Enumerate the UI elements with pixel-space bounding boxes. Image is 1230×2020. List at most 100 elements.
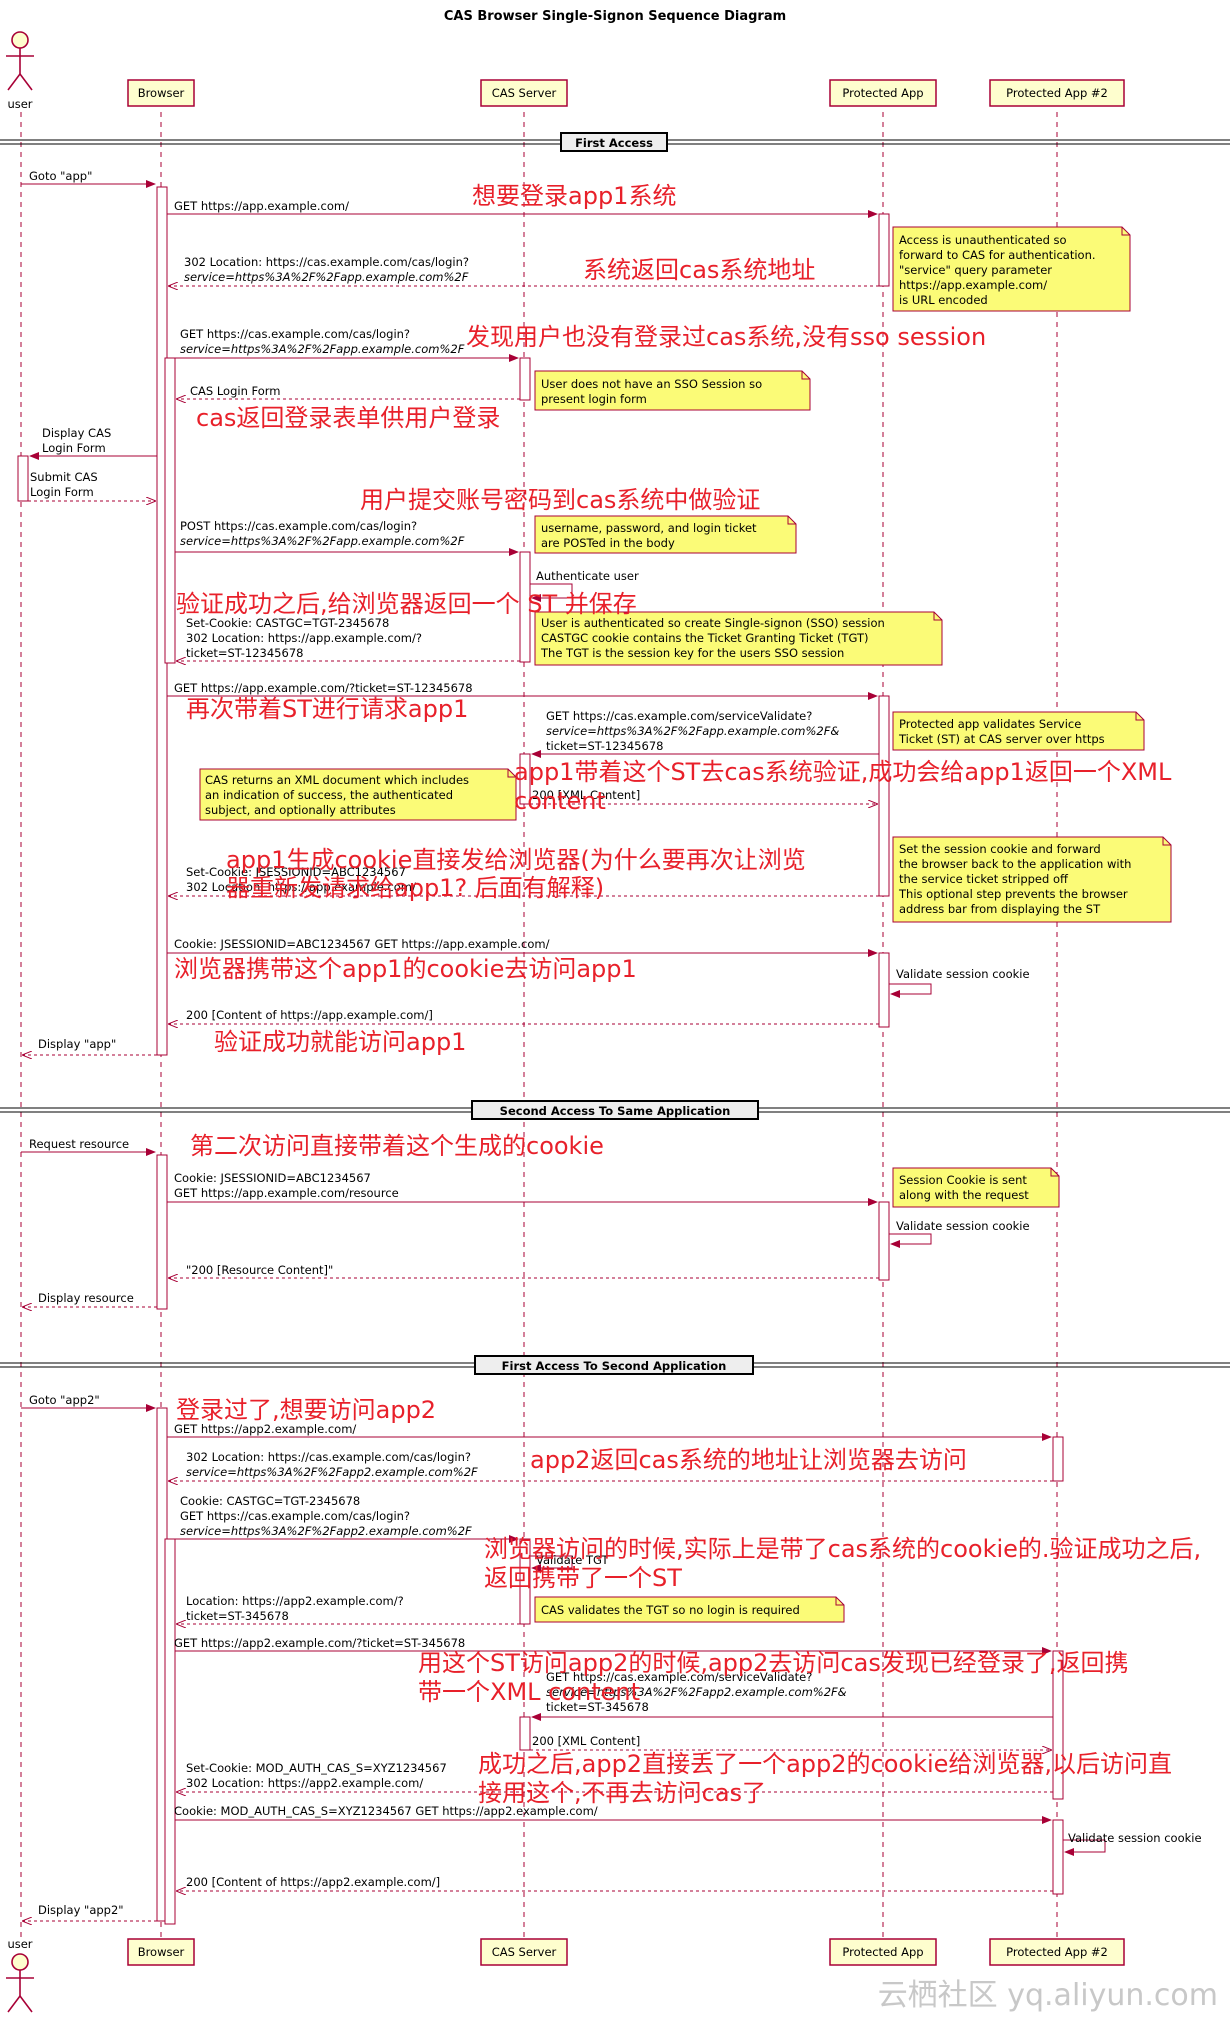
note-1-line-3: "service" query parameter: [899, 263, 1052, 277]
msg-302-app-ticket-2: ticket=ST-12345678: [186, 646, 303, 660]
participant-browser[interactable]: Browser: [127, 79, 195, 107]
note-4-line-1: User is authenticated so create Single-s…: [541, 616, 885, 630]
msg-validate-tgt: Validate TGT: [536, 1553, 610, 1567]
annotation-1: 想要登录app1系统: [472, 182, 676, 210]
msg-200-content-app2: 200 [Content of https://app2.example.com…: [186, 1875, 440, 1889]
msg-cookie-resource-1: Cookie: JSESSIONID=ABC1234567: [174, 1171, 371, 1185]
msg-service-validate-3: ticket=ST-12345678: [546, 739, 663, 753]
participant-browser-label-bottom: Browser: [138, 1945, 185, 1959]
msg-validate-session-3: Validate session cookie: [1068, 1831, 1202, 1845]
msg-cookie-castgc-1: Cookie: CASTGC=TGT-2345678: [180, 1494, 360, 1508]
annotation-9-line-2: 器重新发请求给app1? 后面有解释): [226, 874, 604, 902]
note-3-line-2: are POSTed in the body: [541, 536, 675, 550]
participant-browser-bottom[interactable]: Browser: [127, 1938, 195, 1966]
msg-get-app2-ticket: GET https://app2.example.com/?ticket=ST-…: [174, 1636, 465, 1650]
participant-app1-bottom[interactable]: Protected App: [829, 1938, 937, 1966]
activation-bars: [17, 186, 1064, 1925]
msg-service-validate-app2-2: service=https%3A%2F%2Fapp2.example.com%2…: [546, 1685, 847, 1699]
note-4-line-2: CASTGC cookie contains the Ticket Granti…: [541, 631, 868, 645]
participant-app2[interactable]: Protected App #2: [989, 79, 1125, 107]
annotation-2: 系统返回cas系统地址: [583, 256, 815, 284]
participants-bottom: user Browser CAS Server Protected App Pr…: [6, 1937, 1125, 2013]
msg-302-cas-app2-1: 302 Location: https://cas.example.com/ca…: [186, 1450, 471, 1464]
participant-app2-bottom[interactable]: Protected App #2: [989, 1938, 1125, 1966]
msg-submit-login-form-2: Login Form: [30, 485, 94, 499]
note-2-line-2: present login form: [541, 392, 647, 406]
note-1-line-2: forward to CAS for authentication.: [899, 248, 1096, 262]
msg-302-app: 302 Location: https://app.example.com/: [186, 880, 416, 894]
msg-display-app2: Display "app2": [38, 1903, 124, 1917]
msg-get-app2: GET https://app2.example.com/: [174, 1422, 356, 1436]
note-1-line-4: https://app.example.com/: [899, 278, 1047, 292]
participant-user-bottom[interactable]: [6, 1953, 34, 2013]
note-2-line-1: User does not have an SSO Session so: [541, 377, 762, 391]
note-texts: Access is unauthenticated so forward to …: [205, 233, 1131, 1617]
participant-browser-label: Browser: [138, 86, 185, 100]
annotation-6: 验证成功之后,给浏览器返回一个 ST 并保存: [176, 590, 637, 618]
msg-location-app2-1: Location: https://app2.example.com/?: [186, 1594, 404, 1608]
watermark: 云栖社区 yq.aliyun.com: [878, 1978, 1218, 2013]
msg-display-resource: Display resource: [38, 1291, 134, 1305]
msg-display-login-form-2: Login Form: [42, 441, 106, 455]
msg-validate-session-2: Validate session cookie: [896, 1219, 1030, 1233]
participant-user-label-bottom: user: [7, 1937, 32, 1951]
annotation-9-line-1: app1生成cookie直接发给浏览器(为什么要再次让浏览: [226, 846, 806, 874]
annotation-16-line-1: 用这个ST访问app2的时候,app2去访问cas发现已经登录了,返回携: [418, 1649, 1128, 1677]
section-first-access-label: First Access: [575, 136, 653, 150]
note-7-line-4: This optional step prevents the browser: [898, 887, 1128, 901]
msg-cookie-resource-2: GET https://app.example.com/resource: [174, 1186, 399, 1200]
note-8-line-1: Session Cookie is sent: [899, 1173, 1027, 1187]
msg-goto-app: Goto "app": [29, 169, 92, 183]
section-first-access-second-app: First Access To Second Application: [0, 1355, 1230, 1375]
annotation-8-line-2: content: [514, 787, 606, 815]
note-7-line-5: address bar from displaying the ST: [899, 902, 1101, 916]
msg-set-cookie-jsessionid: Set-Cookie: JSESSIONID=ABC1234567: [186, 865, 406, 879]
participant-user[interactable]: [6, 31, 34, 91]
annotation-14: app2返回cas系统的地址让浏览器去访问: [530, 1446, 967, 1474]
msg-get-cas-login-1: GET https://cas.example.com/cas/login?: [180, 327, 410, 341]
msg-submit-login-form-1: Submit CAS: [30, 470, 98, 484]
note-1: [892, 226, 1131, 312]
note-7: [892, 836, 1172, 923]
annotation-15-line-1: 浏览器访问的时候,实际上是带了cas系统的cookie的.验证成功之后,: [484, 1535, 1201, 1563]
msg-302-cas-login-1: 302 Location: https://cas.example.com/ca…: [184, 255, 469, 269]
msg-200-content-app: 200 [Content of https://app.example.com/…: [186, 1008, 433, 1022]
msg-get-cas-login-2: service=https%3A%2F%2Fapp.example.com%2F: [180, 342, 465, 356]
annotation-15-line-2: 返回携带了一个ST: [484, 1564, 682, 1592]
msg-cookie-get-app: Cookie: JSESSIONID=ABC1234567 GET https:…: [174, 937, 550, 951]
msg-post-cas-login-2: service=https%3A%2F%2Fapp.example.com%2F: [180, 534, 465, 548]
annotation-17-line-1: 成功之后,app2直接丢了一个app2的cookie给浏览器,以后访问直: [478, 1750, 1172, 1778]
msg-display-login-form-1: Display CAS: [42, 426, 111, 440]
msg-service-validate-app2-3: ticket=ST-345678: [546, 1700, 649, 1714]
red-annotations: 想要登录app1系统 系统返回cas系统地址 发现用户也没有登录过cas系统,没…: [174, 182, 1201, 1807]
annotation-3: 发现用户也没有登录过cas系统,没有sso session: [466, 323, 986, 351]
participant-app1-label-bottom: Protected App: [842, 1945, 923, 1959]
msg-200-xml: 200 [XML Content]: [532, 788, 640, 802]
msg-200-xml-app2: 200 [XML Content]: [532, 1734, 640, 1748]
note-6-line-1: CAS returns an XML document which includ…: [205, 773, 469, 787]
section-second-access-label: Second Access To Same Application: [500, 1104, 731, 1118]
annotation-7: 再次带着ST进行请求app1: [186, 695, 468, 723]
msg-200-resource: "200 [Resource Content]": [186, 1263, 333, 1277]
msg-location-app2-2: ticket=ST-345678: [186, 1609, 289, 1623]
msg-302-cas-login-2: service=https%3A%2F%2Fapp.example.com%2F: [184, 270, 469, 284]
msg-authenticate-user: Authenticate user: [536, 569, 639, 583]
annotation-5: 用户提交账号密码到cas系统中做验证: [360, 486, 760, 514]
note-1-line-5: is URL encoded: [899, 293, 988, 307]
msg-display-app: Display "app": [38, 1037, 116, 1051]
participant-cas-bottom[interactable]: CAS Server: [480, 1938, 568, 1966]
section-first-access-second-app-label: First Access To Second Application: [502, 1359, 727, 1373]
annotation-10: 浏览器携带这个app1的cookie去访问app1: [174, 955, 637, 983]
participant-app1[interactable]: Protected App: [829, 79, 937, 107]
diagram-title: CAS Browser Single-Signon Sequence Diagr…: [444, 9, 786, 24]
note-9-line-1: CAS validates the TGT so no login is req…: [541, 1603, 800, 1617]
participant-app1-label: Protected App: [842, 86, 923, 100]
note-8-line-2: along with the request: [899, 1188, 1029, 1202]
participant-user-label: user: [7, 97, 32, 111]
note-7-line-2: the browser back to the application with: [899, 857, 1131, 871]
message-labels: Goto "app" GET https://app.example.com/ …: [29, 169, 1202, 1917]
annotation-17-line-2: 接用这个,不再去访问cas了: [478, 1779, 766, 1807]
msg-302-app-ticket-1: 302 Location: https://app.example.com/?: [186, 631, 422, 645]
participant-cas[interactable]: CAS Server: [480, 79, 568, 107]
